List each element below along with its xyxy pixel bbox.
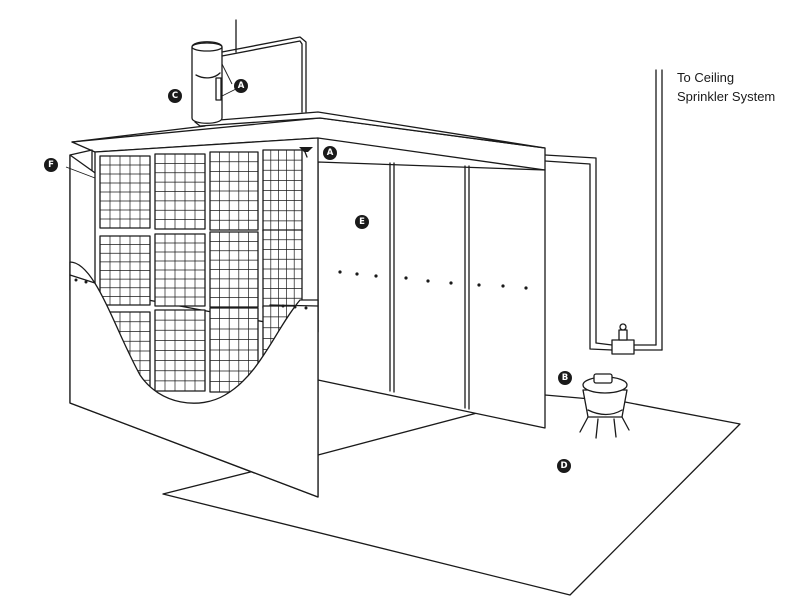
- svg-text:F: F: [48, 160, 54, 170]
- callout-e-walls: E: [355, 215, 369, 229]
- svg-text:A: A: [327, 148, 334, 158]
- ceiling-sprinkler-note-line2: Sprinkler System: [677, 89, 775, 104]
- callout-d-floor: D: [557, 459, 571, 473]
- callout-b-bucket: B: [558, 371, 572, 385]
- fire-extinguisher-bucket: [579, 373, 630, 439]
- svg-text:E: E: [359, 217, 365, 227]
- sprinkler-head: [299, 147, 313, 158]
- callout-a-sprinkler: A: [323, 146, 337, 160]
- callout-f-filters: F: [44, 158, 58, 172]
- ceiling-sprinkler-note-line1: To Ceiling: [677, 70, 734, 85]
- svg-text:D: D: [560, 461, 567, 471]
- svg-text:A: A: [238, 81, 245, 91]
- exhaust-stack: [191, 19, 307, 124]
- door-rivets: [338, 270, 528, 290]
- callout-a-stack: A: [234, 79, 248, 93]
- svg-text:B: B: [562, 373, 568, 383]
- cutaway-curtain: [69, 261, 319, 498]
- svg-text:C: C: [172, 91, 178, 101]
- wall-rivets: [74, 278, 308, 310]
- leader-lines: [65, 63, 237, 179]
- ceiling-sprinkler-pipe: [544, 69, 663, 355]
- callout-c-exhaust: C: [168, 89, 182, 103]
